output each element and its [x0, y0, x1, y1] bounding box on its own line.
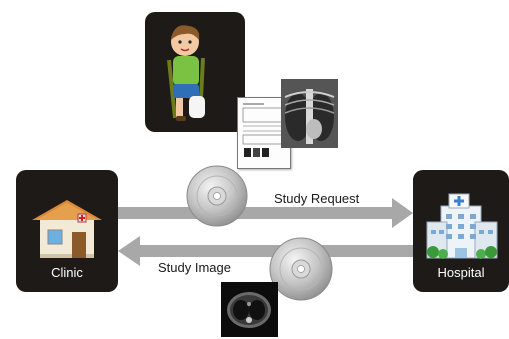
ct-scan-icon [221, 282, 278, 337]
hospital-node: Hospital [413, 170, 509, 292]
chest-xray-icon [281, 79, 338, 148]
optical-disc-icon [186, 165, 248, 227]
optical-disc-icon [269, 237, 333, 301]
hospital-label: Hospital [437, 265, 485, 280]
hospital-building-icon [426, 193, 498, 259]
injured-boy-on-crutches-icon [167, 25, 205, 121]
house-icon [32, 200, 102, 258]
study-request-label: Study Request [274, 191, 360, 206]
patient-tile [145, 12, 245, 132]
clinic-node: Clinic [16, 170, 118, 292]
clinic-label: Clinic [51, 265, 83, 280]
study-image-label: Study Image [158, 260, 231, 275]
